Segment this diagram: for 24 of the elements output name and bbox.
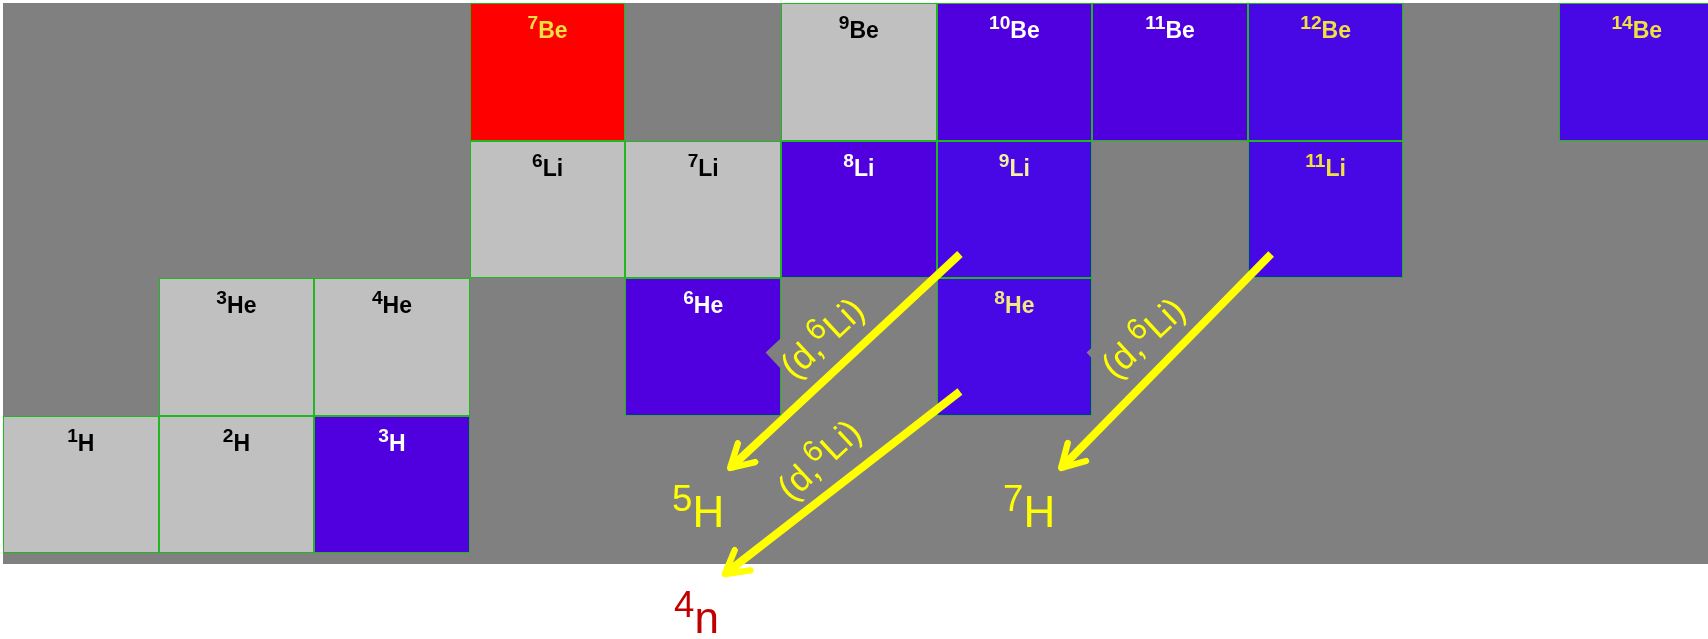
nuclide-cell: $^{9}$Be bbox=[781, 3, 937, 141]
nuclide-cell: $^{7}$Be bbox=[469, 3, 626, 141]
arrow bbox=[726, 251, 963, 472]
nuclide-cell: $^{11}$Be bbox=[1092, 3, 1248, 141]
nuclide-cell: $^{10}$Be bbox=[936, 3, 1093, 141]
nuclide-cell: $^{8}$He bbox=[936, 278, 1093, 416]
nuclide-label: $^{4}$n bbox=[674, 584, 719, 639]
nuclide-cell: $^{3}$H bbox=[314, 415, 470, 553]
nuclide-cell: $^{4}$He bbox=[314, 278, 470, 416]
nuclide-cell: $^{8}$Li bbox=[781, 140, 937, 278]
nuclide-label: $^{5}$H bbox=[672, 478, 725, 536]
nuclide-label: $^{7}$H bbox=[1003, 478, 1056, 536]
nuclide-cell: $^{3}$He bbox=[158, 278, 315, 416]
arrow bbox=[721, 388, 963, 578]
nuclide-cell: $^{14}$Be bbox=[1559, 3, 1708, 141]
nuclide-cell: $^{12}$Be bbox=[1247, 3, 1404, 141]
nuclide-cell: $^{11}$Li bbox=[1247, 140, 1404, 278]
nuclide-cell: $^{1}$H bbox=[3, 415, 159, 553]
nuclide-cell: $^{6}$He bbox=[625, 278, 781, 416]
nuclide-cell: $^{6}$Li bbox=[469, 140, 626, 278]
nuclide-cell: $^{7}$Li bbox=[625, 140, 781, 278]
arrow bbox=[1057, 251, 1274, 472]
nuclide-cell: $^{9}$Li bbox=[936, 140, 1093, 278]
nuclide-cell: $^{2}$H bbox=[158, 415, 315, 553]
